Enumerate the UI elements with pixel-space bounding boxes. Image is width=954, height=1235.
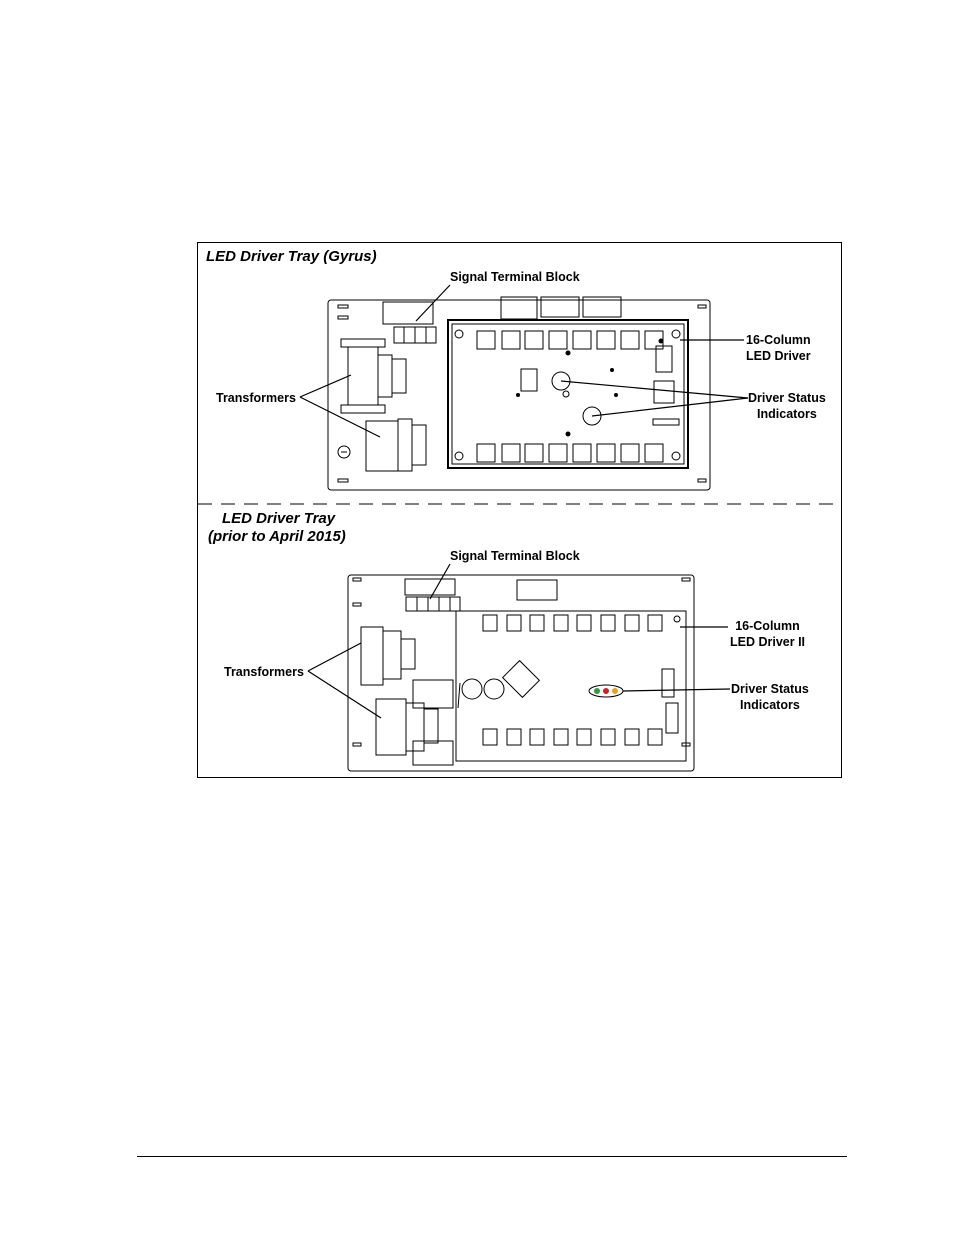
gyrus-tray-drawing — [327, 296, 711, 491]
bottom-tray-plate — [347, 574, 695, 772]
top-led-driver-board — [447, 319, 689, 469]
top-board-dots — [516, 338, 664, 437]
top-connectors-upper — [476, 330, 664, 350]
top-callout-lines — [299, 284, 749, 438]
top-transformers-label: Transformers — [216, 391, 296, 405]
bottom-connectors-upper — [482, 614, 663, 632]
bottom-signal-terminal-label: Signal Terminal Block — [450, 549, 580, 563]
top-panel-title: LED Driver Tray (Gyrus) — [206, 248, 377, 265]
bottom-led-driver-board — [455, 610, 687, 762]
legacy-tray-drawing — [347, 574, 695, 772]
status-led-green — [594, 688, 600, 694]
bottom-transformers-label: Transformers — [224, 665, 304, 679]
top-status-indicator-1 — [551, 371, 571, 391]
bottom-panel-title-line2: (prior to April 2015) — [208, 528, 346, 545]
tray-diagrams — [198, 284, 841, 772]
top-transformer-2 — [365, 418, 427, 472]
top-led-driver-label: 16-Column LED Driver — [746, 333, 811, 363]
bottom-callout-lines — [307, 563, 731, 719]
top-transformer-1 — [340, 338, 407, 414]
status-led-red — [603, 688, 609, 694]
top-status-indicators-label: Driver Status Indicators — [748, 391, 826, 421]
bottom-status-leds — [594, 688, 618, 694]
bottom-transformer-2 — [375, 698, 439, 756]
top-ground-symbol — [337, 445, 351, 459]
bottom-led-driver-label: 16-Column LED Driver II — [730, 619, 806, 649]
figure-frame: LED Driver Tray (Gyrus) Signal Terminal … — [197, 242, 842, 778]
bottom-signal-terminal-block — [404, 578, 461, 612]
bottom-transformer-1 — [360, 626, 416, 686]
bottom-panel-title-line1: LED Driver Tray — [222, 510, 336, 527]
top-signal-terminal-label: Signal Terminal Block — [450, 270, 580, 284]
bottom-connectors-lower — [482, 728, 663, 746]
bottom-status-indicators-label: Driver Status Indicators — [731, 682, 809, 712]
status-led-amber — [612, 688, 618, 694]
top-status-indicator-2 — [582, 406, 602, 426]
top-signal-terminal-block — [382, 301, 437, 344]
top-connectors-lower — [476, 443, 664, 463]
footer-rule — [137, 1156, 847, 1157]
